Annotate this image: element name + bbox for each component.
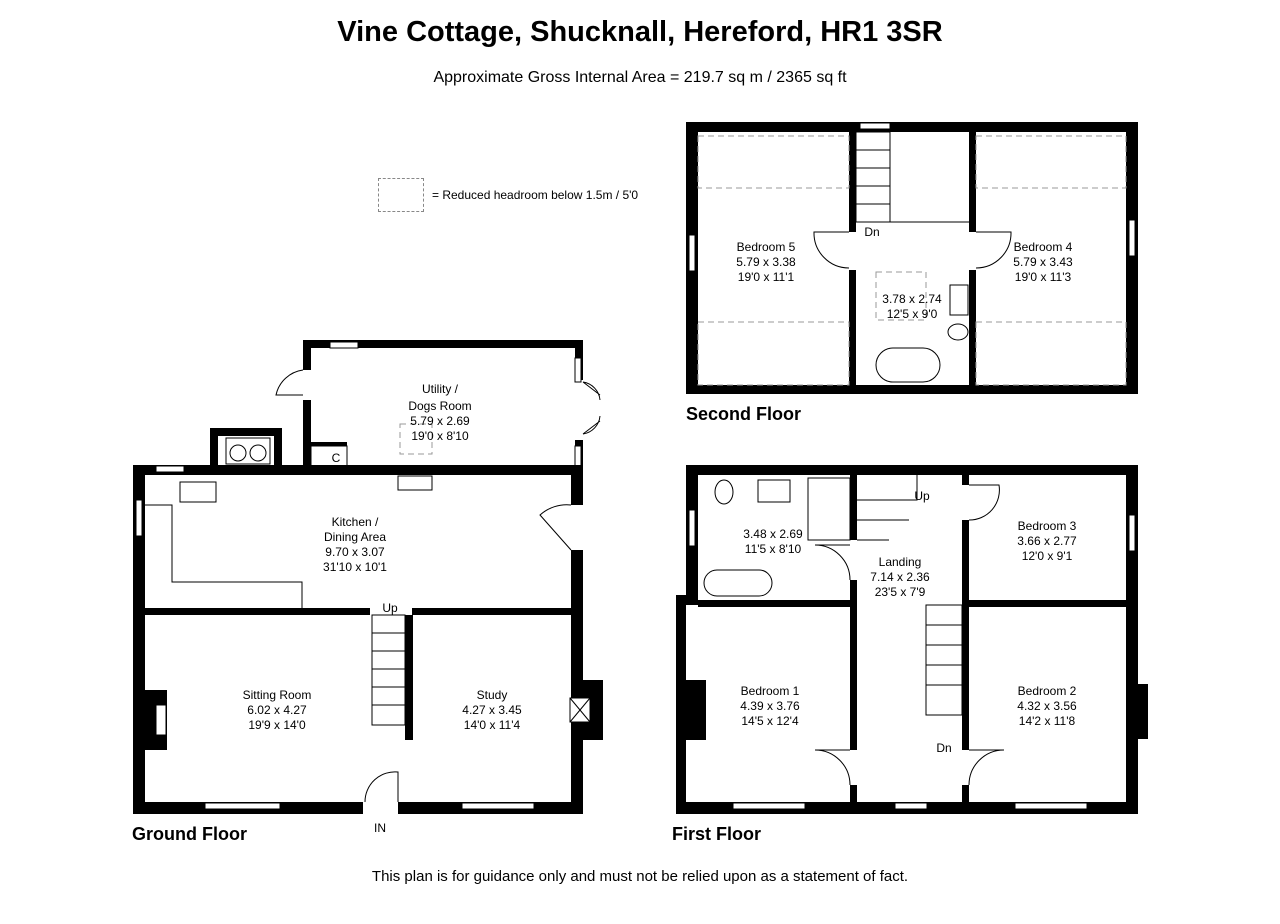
svg-text:14'5 x 12'4: 14'5 x 12'4 <box>741 714 799 728</box>
svg-text:5.79 x 3.43: 5.79 x 3.43 <box>1013 255 1073 269</box>
room-bedroom1: Bedroom 14.39 x 3.76 14'5 x 12'4 <box>740 684 800 728</box>
svg-text:Bedroom 1: Bedroom 1 <box>741 684 800 698</box>
stair-up-label-first: Up <box>914 489 930 503</box>
entrance-label: IN <box>374 821 386 835</box>
stair-down-label: Dn <box>864 225 879 239</box>
svg-text:5.79 x 3.38: 5.79 x 3.38 <box>736 255 796 269</box>
ground-floor-label: Ground Floor <box>132 824 247 844</box>
svg-text:12'0 x 9'1: 12'0 x 9'1 <box>1022 549 1073 563</box>
svg-text:Dining Area: Dining Area <box>324 530 386 544</box>
svg-text:12'5 x 9'0: 12'5 x 9'0 <box>887 307 938 321</box>
svg-text:Bedroom 5: Bedroom 5 <box>737 240 796 254</box>
svg-text:3.66 x 2.77: 3.66 x 2.77 <box>1017 534 1077 548</box>
room-bedroom5: Bedroom 55.79 x 3.38 19'0 x 11'1 <box>736 240 796 284</box>
svg-text:19'0 x 8'10: 19'0 x 8'10 <box>411 429 469 443</box>
svg-text:7.14 x 2.36: 7.14 x 2.36 <box>870 570 930 584</box>
svg-text:Kitchen /: Kitchen / <box>332 515 379 529</box>
room-bedroom4: Bedroom 45.79 x 3.43 19'0 x 11'3 <box>1013 240 1073 284</box>
svg-text:Utility /: Utility / <box>422 382 459 396</box>
svg-text:6.02 x 4.27: 6.02 x 4.27 <box>247 703 307 717</box>
svg-text:Landing: Landing <box>879 555 922 569</box>
svg-text:Dogs Room: Dogs Room <box>408 399 471 413</box>
svg-text:23'5 x 7'9: 23'5 x 7'9 <box>875 585 926 599</box>
gross-area: Approximate Gross Internal Area = 219.7 … <box>433 69 847 86</box>
plan-title: Vine Cottage, Shucknall, Hereford, HR1 3… <box>337 16 943 48</box>
svg-text:9.70 x 3.07: 9.70 x 3.07 <box>325 545 385 559</box>
stair-up-label: Up <box>382 601 398 615</box>
dashed-box-icon <box>378 178 424 212</box>
svg-text:4.39 x 3.76: 4.39 x 3.76 <box>740 699 800 713</box>
stair-down-label-first: Dn <box>936 741 951 755</box>
svg-text:4.27 x 3.45: 4.27 x 3.45 <box>462 703 522 717</box>
svg-text:Bedroom 3: Bedroom 3 <box>1018 519 1077 533</box>
svg-text:19'0 x 11'1: 19'0 x 11'1 <box>738 270 795 284</box>
svg-text:11'5 x 8'10: 11'5 x 8'10 <box>745 542 802 556</box>
svg-text:3.48 x 2.69: 3.48 x 2.69 <box>743 527 803 541</box>
svg-text:31'10 x 10'1: 31'10 x 10'1 <box>323 560 387 574</box>
svg-text:19'9 x 14'0: 19'9 x 14'0 <box>248 718 306 732</box>
disclaimer: This plan is for guidance only and must … <box>371 868 909 885</box>
second-floor-plan: Dn Bedroom 55.79 x 3.38 19'0 x 11'1 Bedr… <box>686 122 1138 394</box>
ground-floor-plan: C Up IN Utility /Dogs Room 5.79 x 2.6919… <box>133 340 603 835</box>
svg-text:Study: Study <box>477 688 508 702</box>
cupboard-label: C <box>332 451 341 465</box>
room-bedroom3: Bedroom 33.66 x 2.77 12'0 x 9'1 <box>1017 519 1077 563</box>
svg-text:14'2 x 11'8: 14'2 x 11'8 <box>1019 714 1076 728</box>
first-floor-label: First Floor <box>672 824 761 844</box>
svg-text:Sitting Room: Sitting Room <box>243 688 312 702</box>
svg-text:19'0 x 11'3: 19'0 x 11'3 <box>1015 270 1072 284</box>
svg-text:3.78 x 2.74: 3.78 x 2.74 <box>882 292 942 306</box>
svg-text:5.79 x 2.69: 5.79 x 2.69 <box>410 414 470 428</box>
headroom-legend: = Reduced headroom below 1.5m / 5'0 <box>378 178 638 212</box>
legend-text: = Reduced headroom below 1.5m / 5'0 <box>432 188 639 202</box>
svg-text:4.32 x 3.56: 4.32 x 3.56 <box>1017 699 1077 713</box>
svg-text:14'0 x 11'4: 14'0 x 11'4 <box>464 718 521 732</box>
room-bedroom2: Bedroom 24.32 x 3.56 14'2 x 11'8 <box>1017 684 1077 728</box>
svg-text:Bedroom 2: Bedroom 2 <box>1018 684 1077 698</box>
svg-text:Bedroom 4: Bedroom 4 <box>1014 240 1073 254</box>
second-floor-label: Second Floor <box>686 404 802 424</box>
